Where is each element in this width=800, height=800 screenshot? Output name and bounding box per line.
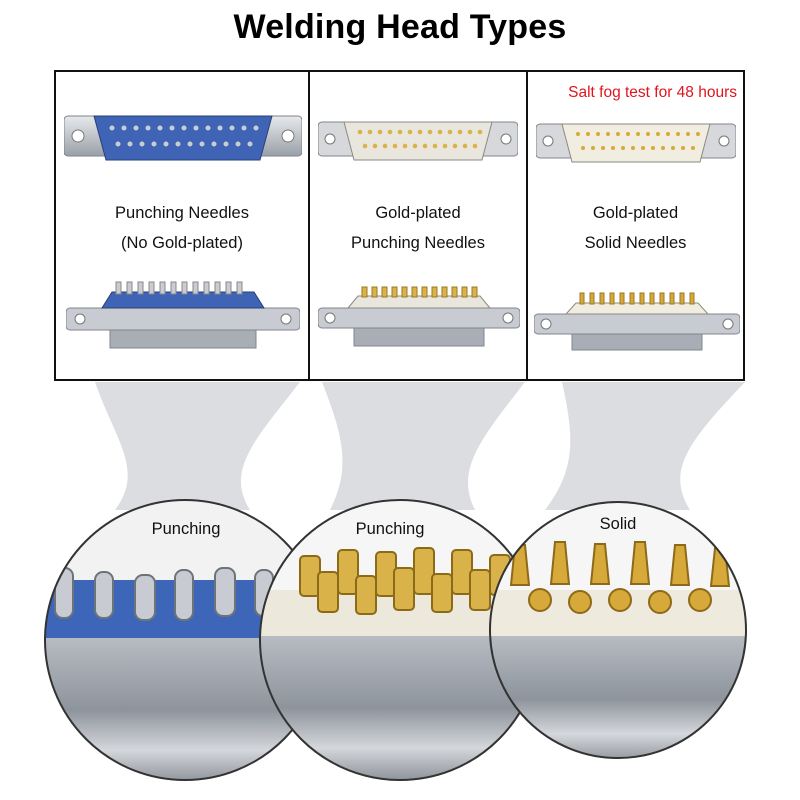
closeup-solid-gold [490,502,746,758]
connector-side-view-image [318,286,520,347]
connector-top-view-image [536,123,736,163]
closeup-label: Solid [599,515,637,533]
connector-side-view-image [66,281,300,349]
column-gold-punching: Gold-plated Punching Needles [310,72,526,379]
column-punching-no-gold: Punching Needles (No Gold-plated) [56,72,308,379]
magnifier-ring [489,501,747,759]
label-line: Punching Needles [115,204,249,222]
connector-top-view-image [318,121,518,161]
label-line: Gold-plated [592,204,679,222]
salt-fog-note: Salt fog test for 48 hours [568,84,737,101]
label-line: Gold-plated [375,204,461,222]
connector-side-view-image [534,292,740,351]
label-line: Solid Needles [584,234,687,252]
column-label: Punching Needles (No Gold-plated) [56,198,308,258]
column-label: Gold-plated Punching Needles [310,198,526,258]
column-divider [308,72,310,379]
closeup-label: Punching [151,520,221,538]
column-divider [526,72,528,379]
page-title: Welding Head Types [233,8,567,46]
connector-comparison-table: Punching Needles (No Gold-plated) [54,70,745,381]
column-gold-solid: Salt fog test for 48 hours Gold-plated S… [528,72,743,379]
magnifier-funnel [95,382,745,510]
label-line: (No Gold-plated) [121,234,243,252]
connector-top-view-image [64,115,302,161]
label-line: Punching Needles [351,234,485,252]
closeup-label: Punching [355,520,425,538]
column-label: Gold-plated Solid Needles [528,198,743,258]
